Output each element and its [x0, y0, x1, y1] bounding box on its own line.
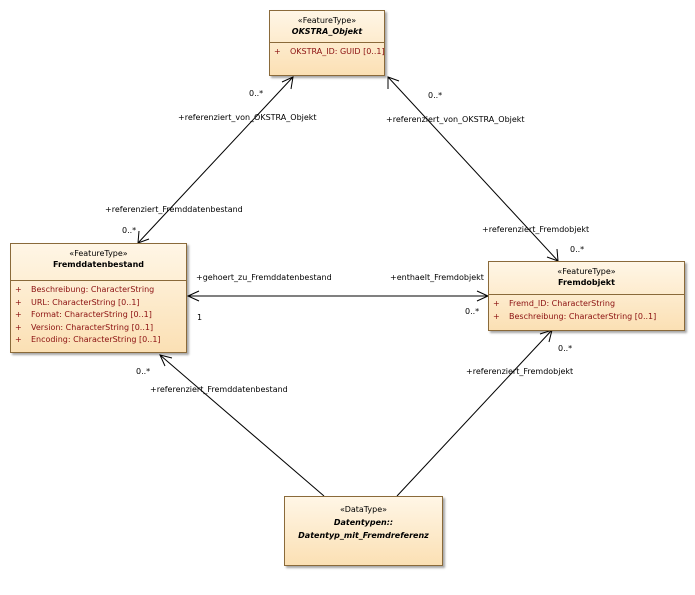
attribute-row[interactable]: + Encoding: CharacterString [0..1]	[11, 334, 186, 347]
role-referenziert-fremddatenbestand-bottom: +referenziert_Fremddatenbestand	[150, 385, 288, 394]
role-referenziert-fremddatenbestand-top: +referenziert_Fremddatenbestand	[105, 205, 243, 214]
mult-fremdobjekt-top: 0..*	[570, 245, 585, 254]
class-name: Datentyp_mit_Fremdreferenz	[298, 531, 429, 540]
arrowhead-okstra-right	[387, 76, 400, 89]
attribute-row[interactable]: + Fremd_ID: CharacterString	[489, 298, 684, 311]
attribute-text: Fremd_ID: CharacterString	[509, 299, 616, 308]
role-referenziert-fremdobjekt-bottom: +referenziert_Fremdobjekt	[466, 367, 574, 376]
attribute-visibility: +	[493, 299, 500, 308]
attribute-row[interactable]: + Version: CharacterString [0..1]	[11, 322, 186, 335]
attribute-visibility: +	[493, 311, 500, 321]
class-name: Fremdobjekt	[558, 278, 615, 287]
class-stereotype: «FeatureType»	[69, 249, 128, 258]
attribute-text: Format: CharacterString [0..1]	[31, 310, 152, 319]
attribute-row[interactable]: + Beschreibung: CharacterString [0..1]	[489, 311, 684, 324]
attribute-row[interactable]: + URL: CharacterString [0..1]	[11, 297, 186, 310]
class-stereotype: «DataType»	[339, 505, 388, 514]
attribute-row[interactable]: + OKSTRA_ID: GUID [0..1]	[270, 46, 385, 59]
arrowhead-gehoert	[186, 290, 200, 302]
role-gehoert-zu-fremddatenbestand: +gehoert_zu_Fremddatenbestand	[196, 273, 332, 282]
attribute-visibility: +	[274, 47, 281, 56]
class-name: OKSTRA_Objekt	[291, 27, 363, 36]
mult-fremdobjekt-bottom: 0..*	[558, 344, 573, 353]
mult-fremdobjekt-mid: 0..*	[465, 307, 480, 316]
arrowhead-fremddatenbestand-bottom	[159, 354, 173, 367]
class-datentyp-mit-fremdreferenz[interactable]: «DataType» Datentypen:: Datentyp_mit_Fre…	[284, 496, 443, 566]
attribute-row[interactable]: + Beschreibung: CharacterString	[11, 284, 186, 297]
attribute-text: Beschreibung: CharacterString	[31, 285, 155, 294]
mult-one: 1	[197, 313, 203, 322]
assoc-okstra-fremdobjekt[interactable]	[387, 76, 559, 262]
mult-okstra-left: 0..*	[249, 89, 264, 98]
class-okstra-objekt[interactable]: «FeatureType» OKSTRA_Objekt + OKSTRA_ID:…	[269, 10, 385, 76]
mult-okstra-right: 0..*	[428, 91, 443, 100]
role-enthaelt-fremdobjekt: +enthaelt_Fremdobjekt	[390, 273, 484, 282]
assoc-datentyp-fremdobjekt[interactable]	[396, 329, 553, 497]
class-stereotype: «FeatureType»	[557, 267, 616, 276]
class-name: Fremddatenbestand	[52, 260, 144, 269]
assoc-okstra-fremddatenbestand[interactable]	[137, 76, 294, 244]
attribute-text: Version: CharacterString [0..1]	[31, 322, 154, 332]
role-referenziert-von-okstra-right: +referenziert_von_OKSTRA_Objekt	[386, 115, 525, 124]
class-stereotype: «FeatureType»	[297, 16, 357, 25]
attribute-text: Beschreibung: CharacterString [0..1]	[509, 311, 657, 321]
attribute-text: Encoding: CharacterString [0..1]	[31, 335, 161, 344]
mult-fremddatenbestand-bottom: 0..*	[136, 367, 151, 376]
attribute-row[interactable]: + Format: CharacterString [0..1]	[11, 309, 186, 322]
attribute-text: OKSTRA_ID: GUID [0..1]	[290, 47, 385, 56]
attribute-text: URL: CharacterString [0..1]	[31, 297, 140, 307]
attribute-visibility: +	[15, 297, 22, 307]
class-fremddatenbestand[interactable]: «FeatureType» Fremddatenbestand + Beschr…	[10, 243, 187, 353]
attribute-visibility: +	[15, 335, 22, 344]
role-referenziert-fremdobjekt-top: +referenziert_Fremdobjekt	[482, 225, 590, 234]
assoc-datentyp-fremddatenbestand[interactable]	[159, 354, 325, 497]
class-namespace: Datentypen::	[333, 518, 394, 527]
attribute-visibility: +	[15, 322, 22, 332]
attribute-visibility: +	[15, 310, 22, 319]
role-referenziert-von-okstra-left: +referenziert_von_OKSTRA_Objekt	[178, 113, 317, 122]
arrowhead-okstra-left	[281, 76, 294, 90]
attribute-visibility: +	[15, 285, 22, 294]
mult-fremddatenbestand-top: 0..*	[122, 226, 137, 235]
class-fremdobjekt[interactable]: «FeatureType» Fremdobjekt + Fremd_ID: Ch…	[488, 261, 685, 331]
